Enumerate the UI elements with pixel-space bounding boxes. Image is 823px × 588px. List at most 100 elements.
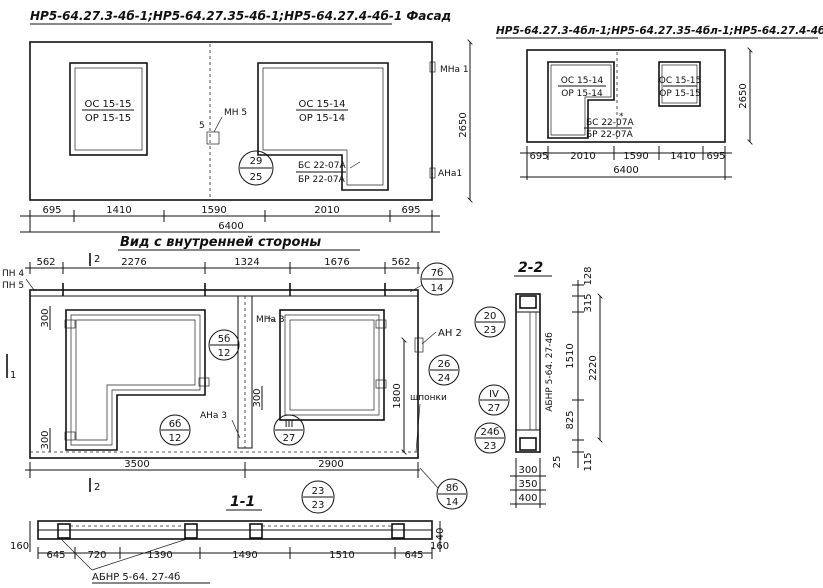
callout-26-24 xyxy=(428,354,460,386)
window-door-block xyxy=(257,62,389,191)
label-ah2: АН 2 xyxy=(438,328,462,339)
callout-7b-14 xyxy=(409,262,454,296)
dim-ticks-left-facade xyxy=(29,210,433,232)
dim-s2-2220: 2220 xyxy=(588,355,599,380)
label-aha1: АНа1 xyxy=(438,169,462,179)
label-r-win2-top: ОС 15-15 xyxy=(659,76,701,86)
facade-right xyxy=(526,49,726,143)
dim-s2-4: 115 xyxy=(583,452,594,471)
dim-s2-b2: 400 xyxy=(518,493,537,504)
dim-s2-25: 25 xyxy=(552,456,563,469)
title-facade-right: НР5-64.27.3-4бл-1;НР5-64.27.35-4бл-1;НР5… xyxy=(496,25,823,37)
dim-s1-4: 1510 xyxy=(329,550,354,561)
label-win2-bot: ОР 15-14 xyxy=(299,113,345,124)
axis-2-bottom: 2 xyxy=(94,482,100,493)
window-os15-15-right xyxy=(658,61,701,107)
dim-rf-0: 695 xyxy=(529,151,548,162)
callout-III-bot: 27 xyxy=(283,433,296,444)
title-interior: Вид с внутренней стороны xyxy=(120,235,321,250)
axis-1-left: 1 xyxy=(10,370,16,381)
label-aha3: АНа 3 xyxy=(200,411,227,421)
label-win2-top: ОС 15-14 xyxy=(298,99,345,110)
label-r-win2-bot: ОР 15-15 xyxy=(659,89,701,99)
callout-5b-12 xyxy=(208,329,240,361)
dim-it-2: 1324 xyxy=(234,257,259,268)
callout-26-top: 26 xyxy=(438,359,451,370)
dim-it-1: 2276 xyxy=(121,257,146,268)
callout-29-bot: 25 xyxy=(250,172,263,183)
dim-right-height: 2650 xyxy=(738,83,749,108)
callout-6b-top: 6б xyxy=(169,419,182,430)
callout-23-top: 23 xyxy=(312,486,325,497)
label-pn4: ПН 4 xyxy=(2,269,24,279)
callout-7b-bot: 14 xyxy=(431,283,444,294)
dim-300-b: 300 xyxy=(40,430,51,449)
axis-2-top: 2 xyxy=(94,254,100,265)
label-r-door-top: БС 22-07А xyxy=(586,118,634,128)
dim-s2-1: 315 xyxy=(583,293,594,312)
dim-ib-1: 2900 xyxy=(318,459,343,470)
dim-lf-0: 695 xyxy=(42,205,61,216)
facade-left xyxy=(29,41,436,201)
label-pn5: ПН 5 xyxy=(2,281,24,291)
dim-ib-0: 3500 xyxy=(124,459,149,470)
dim-rf-total: 6400 xyxy=(613,165,638,176)
opening-right xyxy=(279,309,385,421)
dim-s1-2: 1390 xyxy=(147,550,172,561)
callout-IV-bot: 27 xyxy=(488,403,501,414)
anchor-mha1 xyxy=(429,61,436,73)
dim-s2-b0: 300 xyxy=(518,465,537,476)
dim-rf-3: 1410 xyxy=(670,151,695,162)
dim-ticks-right-facade xyxy=(526,146,726,180)
callout-29-25 xyxy=(238,150,274,186)
interior-panel xyxy=(29,283,424,459)
dim-ticks-section-2 xyxy=(572,284,584,453)
label-win1-bot: ОР 15-15 xyxy=(85,113,131,124)
dim-lf-4: 695 xyxy=(401,205,420,216)
callout-26-bot: 24 xyxy=(438,373,451,384)
callout-29-top: 29 xyxy=(250,156,263,167)
label-win1-top: ОС 15-15 xyxy=(84,99,131,110)
label-r-win1-bot: ОР 15-14 xyxy=(561,89,603,99)
label-s1-abnr: АБНР 5-64. 27-4б xyxy=(92,572,180,583)
callout-24b-23 xyxy=(474,422,506,454)
dim-ticks-interior-top xyxy=(29,262,419,274)
label-r-win1-top: ОС 15-14 xyxy=(561,76,604,86)
dim-s2-b1: 350 xyxy=(518,479,537,490)
callout-5b-bot: 12 xyxy=(218,348,231,359)
label-r-door-bot: БР 22-07А xyxy=(586,130,634,140)
label-mha3-top: МНа 3 xyxy=(256,315,285,325)
callout-20-top: 20 xyxy=(484,311,497,322)
label-door-bot: БР 22-07А xyxy=(298,175,346,185)
callout-8b-top: 8б xyxy=(446,483,459,494)
anchor-aha1 xyxy=(429,167,436,179)
callout-7b-top: 7б xyxy=(431,268,444,279)
callout-23-bot: 23 xyxy=(312,500,325,511)
label-shponki: шпонки xyxy=(410,393,447,403)
dim-s1-0: 645 xyxy=(46,550,65,561)
label-mn5: МН 5 xyxy=(224,108,247,118)
dim-it-0: 562 xyxy=(36,257,55,268)
dim-lf-3: 2010 xyxy=(314,205,339,216)
dim-s1-right-small: 40 xyxy=(435,528,446,541)
label-s2-mark: АБНР 5-64. 27-4б xyxy=(545,332,555,412)
window-door-block-right xyxy=(547,61,615,139)
callout-III-27 xyxy=(273,414,305,446)
callout-20-bot: 23 xyxy=(484,325,497,336)
label-mha1: МНа 1 xyxy=(440,65,469,75)
dim-300-a: 300 xyxy=(40,308,51,327)
callout-IV-27 xyxy=(478,384,510,416)
label-mn5-num: 5 xyxy=(199,121,205,131)
title-section-1: 1-1 xyxy=(230,494,255,510)
label-r-door-mark: * xyxy=(619,112,624,122)
dim-s2-3: 825 xyxy=(565,410,576,429)
title-section-2: 2-2 xyxy=(518,260,543,276)
opening-left xyxy=(65,309,206,451)
dim-it-3: 1676 xyxy=(324,257,349,268)
dim-s2-0: 128 xyxy=(583,266,594,285)
callout-8b-bot: 14 xyxy=(446,497,459,508)
callout-III-top: III xyxy=(285,419,294,430)
dim-left-height: 2650 xyxy=(458,112,469,137)
section-1-profile xyxy=(37,520,433,540)
